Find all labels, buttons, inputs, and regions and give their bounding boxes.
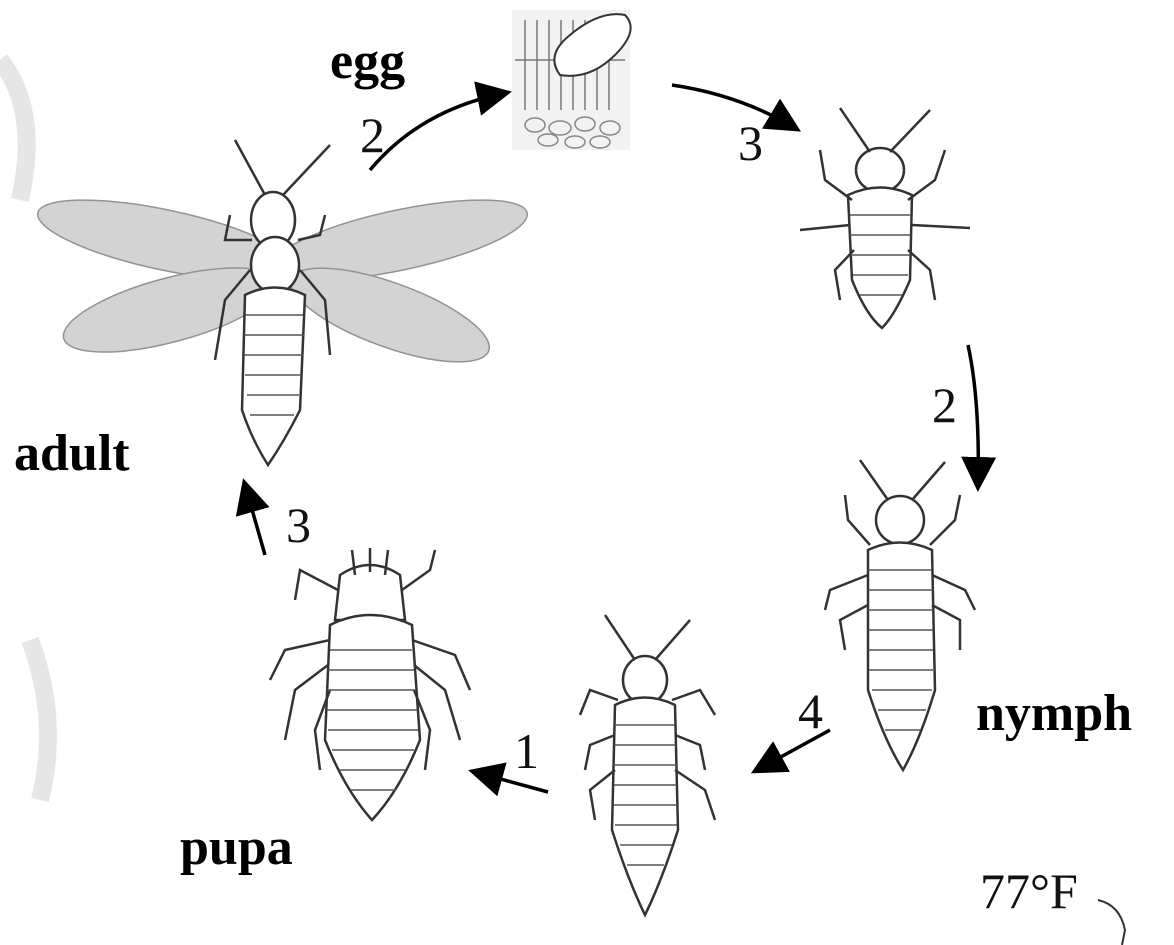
adult-illustration bbox=[32, 140, 534, 465]
pupa-label: pupa bbox=[180, 822, 293, 874]
adult-label: adult bbox=[14, 428, 130, 480]
egg-illustration bbox=[512, 10, 631, 150]
egg-label: egg bbox=[330, 36, 405, 88]
temperature-readout: 77°F bbox=[980, 866, 1078, 916]
nymph-2-illustration bbox=[825, 460, 975, 770]
transition-nymph-to-nymph-lower: 4 bbox=[798, 686, 823, 736]
nymph-1-illustration bbox=[800, 108, 970, 328]
transition-adult-to-egg: 2 bbox=[360, 110, 385, 160]
transition-nymph-to-pupa: 1 bbox=[514, 726, 539, 776]
arrow-egg-to-nymph bbox=[672, 85, 795, 128]
nymph-label: nymph bbox=[976, 688, 1132, 740]
transition-pupa-to-adult: 3 bbox=[286, 500, 311, 550]
transition-nymph-to-nymph: 2 bbox=[932, 380, 957, 430]
nymph-3-illustration bbox=[580, 615, 715, 915]
arrow-pupa-to-adult bbox=[245, 485, 265, 555]
thermometer-squiggle bbox=[1098, 900, 1125, 945]
pupa-illustration bbox=[270, 548, 470, 820]
transition-egg-to-nymph: 3 bbox=[738, 118, 763, 168]
arrow-nymph-to-nymph bbox=[968, 345, 978, 485]
arrow-adult-to-egg bbox=[370, 93, 505, 170]
